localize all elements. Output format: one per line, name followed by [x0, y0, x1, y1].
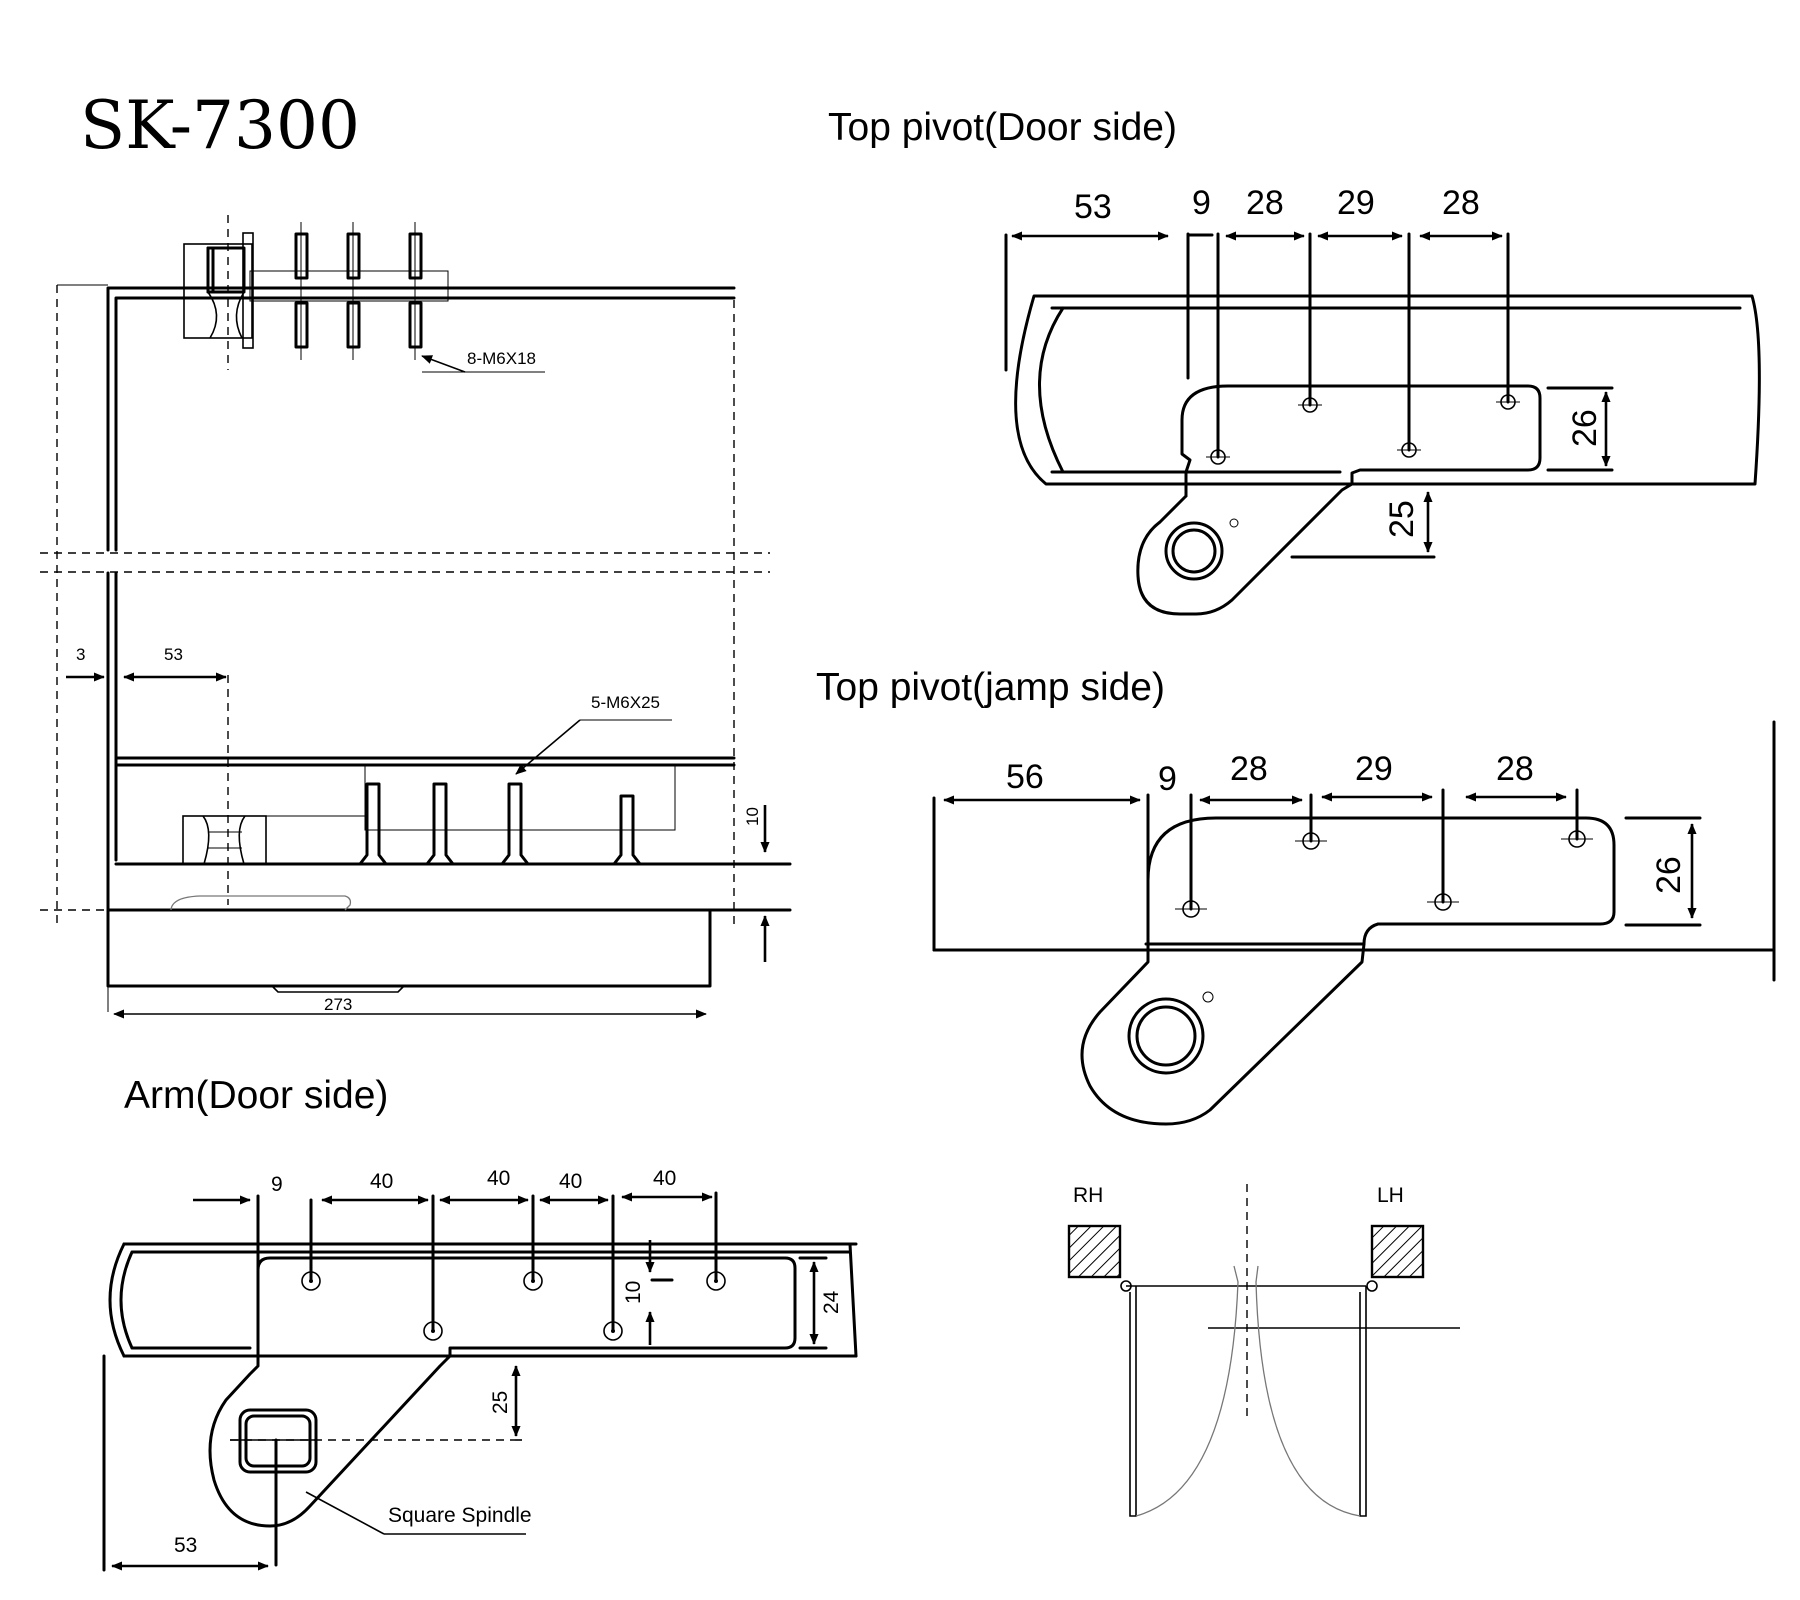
dim-24-arm: 24: [820, 1290, 843, 1314]
dim-53-arm: 53: [174, 1534, 197, 1557]
dim-273: 273: [324, 995, 352, 1014]
dim-26-jamb: 26: [1650, 856, 1688, 894]
dim-25-door: 25: [1383, 500, 1421, 538]
top-pivot-door-view: 53 9 28 29 28 26 25: [1004, 184, 1761, 616]
screw-top-label: 8-M6X18: [467, 349, 536, 368]
dim-25-arm: 25: [489, 1391, 512, 1414]
dim-40b-arm: 40: [487, 1167, 510, 1190]
arm-door-view: 9 40 40 40 40 10 24 25 53 Square Spindle: [102, 1167, 858, 1572]
dim-26-door: 26: [1566, 409, 1604, 447]
dim-53-door: 53: [1074, 188, 1112, 226]
top-pivot-jamb-view: 56 9 28 29 28 26: [932, 720, 1776, 1126]
section-top-door: Top pivot(Door side): [828, 106, 1177, 149]
dim-40a-arm: 40: [370, 1170, 393, 1193]
elevation-view: 8-M6X18 5-M6X25 3 53 10: [40, 215, 792, 1019]
screw-top-3: [408, 222, 423, 360]
lh-label: LH: [1377, 1184, 1404, 1207]
swing-diagram: RH LH: [1067, 1184, 1460, 1517]
dim-28b-jamb: 28: [1496, 750, 1534, 788]
dim-9-arm: 9: [271, 1173, 283, 1196]
dim-28b-door: 28: [1442, 184, 1480, 222]
screw-top-2: [346, 222, 361, 360]
dim-29-door: 29: [1337, 184, 1375, 222]
lh-jamb-hatch: [1370, 1224, 1425, 1279]
dim-28a-door: 28: [1246, 184, 1284, 222]
square-spindle-label: Square Spindle: [388, 1504, 532, 1527]
dim-3: 3: [76, 645, 85, 664]
rh-label: RH: [1073, 1184, 1103, 1207]
screw-bottom-2: [425, 782, 455, 866]
screw-bottom-3: [500, 782, 530, 866]
section-arm-door: Arm(Door side): [124, 1074, 388, 1117]
dim-28a-jamb: 28: [1230, 750, 1268, 788]
screw-top-1: [294, 222, 309, 360]
dim-10-arm: 10: [622, 1281, 645, 1304]
dim-40d-arm: 40: [653, 1167, 676, 1190]
model-title: SK-7300: [80, 87, 360, 164]
dim-29-jamb: 29: [1355, 750, 1393, 788]
dim-53-elevation: 53: [164, 645, 183, 664]
screw-bottom-4: [612, 794, 642, 866]
dim-9-door: 9: [1192, 184, 1211, 222]
dim-10-elevation: 10: [743, 807, 762, 826]
dim-9-jamb: 9: [1158, 760, 1177, 798]
dim-56-jamb: 56: [1006, 758, 1044, 796]
screw-bottom-1: [358, 782, 388, 866]
section-top-jamb: Top pivot(jamp side): [816, 666, 1165, 709]
dim-40c-arm: 40: [559, 1170, 582, 1193]
rh-jamb-hatch: [1067, 1224, 1122, 1279]
screw-bottom-label: 5-M6X25: [591, 693, 660, 712]
